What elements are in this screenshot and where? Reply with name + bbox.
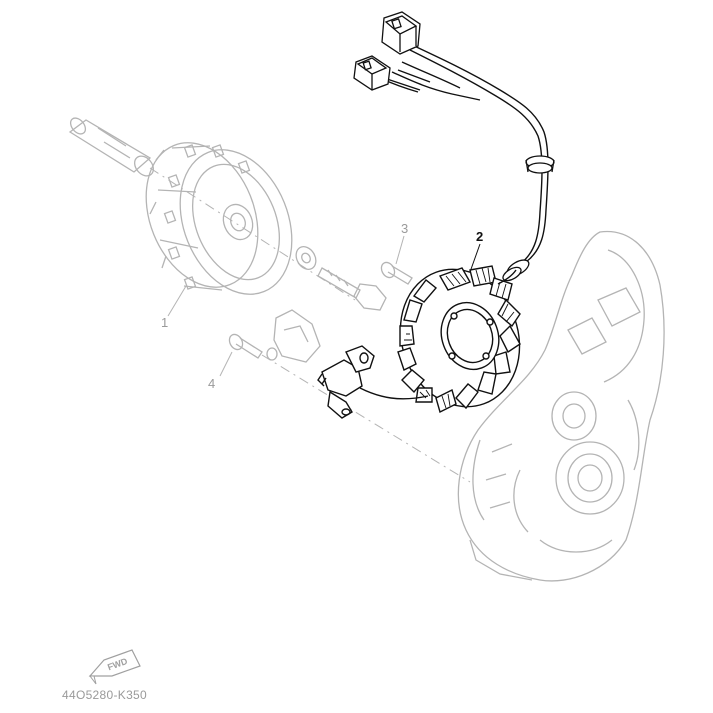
crankcase-cover	[457, 230, 665, 582]
leader-2	[469, 243, 481, 273]
stator-lead	[497, 269, 517, 285]
connector-lower	[353, 55, 391, 91]
flywheel-rotor	[145, 142, 293, 295]
wire-harness	[375, 43, 549, 265]
diagram-code: 44O5280-K350	[62, 688, 147, 702]
pickup-coil	[317, 345, 375, 419]
screw-part-4	[228, 333, 263, 359]
screw-axis-line	[261, 354, 471, 483]
cord-clamp	[266, 309, 321, 363]
callout-part-3: 3	[401, 221, 409, 236]
bolt-part-3	[380, 261, 413, 285]
pickup-wire	[359, 387, 429, 400]
callout-part-4: 4	[208, 376, 216, 391]
leader-3	[395, 235, 405, 265]
grommet-upper	[525, 155, 555, 174]
fwd-arrow-icon: FWD	[88, 649, 141, 685]
callout-part-1: 1	[161, 315, 169, 330]
leader-1	[167, 285, 187, 317]
washer-and-nut	[295, 246, 387, 311]
callout-part-2: 2	[476, 229, 484, 244]
crankshaft-end	[68, 117, 155, 177]
connector-upper	[381, 11, 421, 55]
stator-assembly	[397, 265, 521, 414]
leader-4	[219, 351, 233, 377]
